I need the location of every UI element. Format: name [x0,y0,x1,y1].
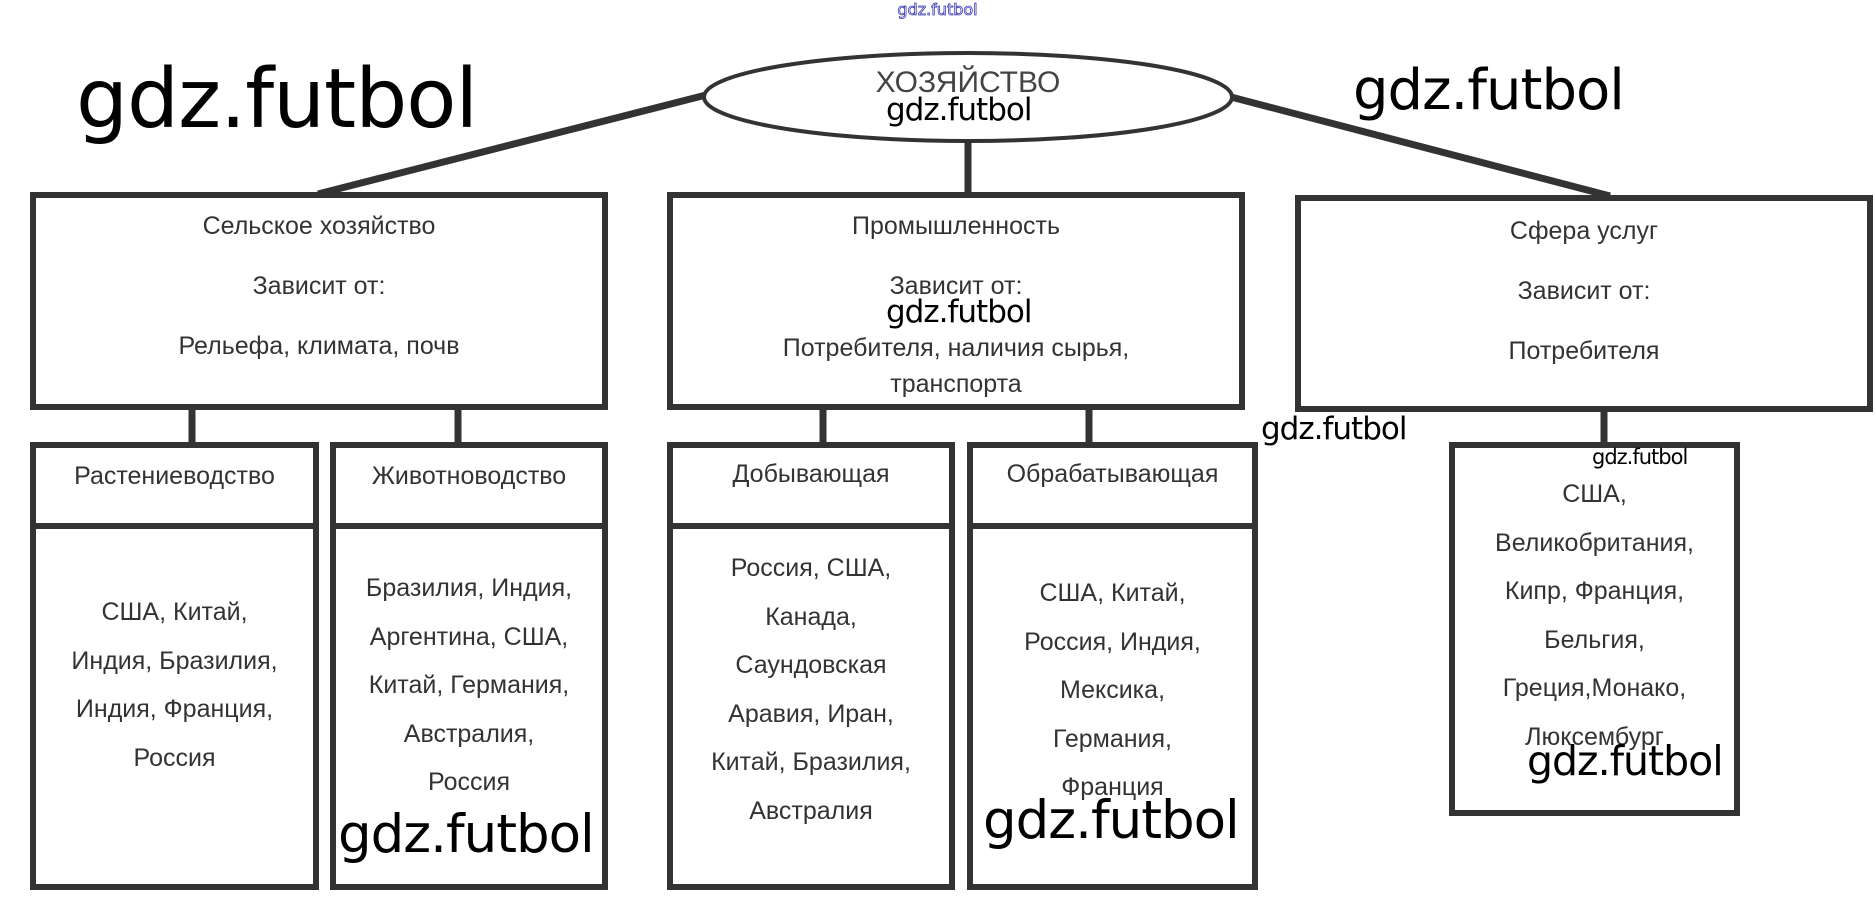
country-list: США, Китай, Индия, Бразилия, Индия, Фран… [36,588,313,782]
watermark-mid-right: gdz.futbol [1261,411,1407,447]
root-ellipse [702,51,1234,143]
sector-title: Сельское хозяйство [202,212,436,240]
country-line: Китай, Германия, [368,671,570,699]
watermark-services-bottom: gdz.futbol [1527,737,1724,785]
watermark-industry: gdz.futbol [886,294,1032,330]
country-line: Греция,Монако, [1502,674,1687,702]
country-line: Великобритания, [1495,528,1694,557]
branch-title: Растениеводство [74,462,275,490]
country-line: США, Китай, [101,598,248,626]
country-list: США, Великобритания, Кипр, Франция, Бель… [1455,470,1734,761]
country-list: Россия, США, Канада, Саундовская Аравия,… [673,544,949,835]
branch-header: Животноводство [336,448,602,529]
connector-root-agriculture [317,91,707,198]
depends-label: Зависит от: [1517,277,1651,305]
country-line: Кипр, Франция, [1504,577,1685,605]
country-line: Китай, Бразилия, [711,748,911,776]
watermark-services-top: gdz.futbol [1592,445,1688,469]
country-line: Франция [1061,773,1164,801]
country-line: Индия, Бразилия, [71,646,278,675]
country-line: Бразилия, Индия, [365,574,573,602]
depends-label: Зависит от: [889,272,1023,300]
watermark-ellipse: gdz.futbol [886,92,1032,128]
country-line: Люксембург [1525,722,1664,751]
branch-crops: Растениеводство США, Китай, Индия, Брази… [30,442,319,890]
country-line: Индия, Франция, [75,695,274,723]
watermark-manufacturing: gdz.futbol [983,790,1240,851]
country-line: Мексика, [1059,676,1166,704]
country-line: Бельгия, [1544,625,1645,654]
depends-label: Зависит от: [252,272,386,300]
country-line: Аргентина, США, [369,622,569,651]
depends-value: Потребителя, наличия сырья, [782,334,1130,362]
country-line: Германия, [1052,724,1173,753]
country-line: США, [1562,480,1627,508]
branch-title: Обрабатывающая [1006,460,1219,488]
branch-extractive: Добывающая Россия, США, Канада, Саундовс… [667,442,955,890]
depends-value: транспорта [890,370,1022,398]
country-line: Саундовская [735,651,887,679]
connector-root-services [1230,93,1611,200]
country-list: Бразилия, Индия, Аргентина, США, Китай, … [336,564,602,807]
country-line: Россия [428,768,510,796]
branch-title: Животноводство [371,462,567,490]
country-line: Австралия [749,796,873,825]
services-countries: США, Великобритания, Кипр, Франция, Бель… [1449,442,1740,816]
branch-header: Добывающая [673,448,949,529]
depends-value: Потребителя [1508,337,1660,365]
branch-title: Добывающая [732,460,890,488]
sector-industry: Промышленность Зависит от: Потребителя, … [667,192,1245,410]
watermark-topright: gdz.futbol [1353,58,1625,123]
sector-title: Промышленность [852,212,1060,240]
branch-header: Растениеводство [36,448,313,529]
sector-services: Сфера услуг Зависит от: Потребителя [1295,195,1873,412]
depends-value: Рельефа, климата, почв [178,332,460,360]
sector-agriculture: Сельское хозяйство Зависит от: Рельефа, … [30,192,608,410]
country-line: США, Китай, [1039,579,1186,607]
country-line: Австралия, [403,719,535,748]
branch-livestock: Животноводство Бразилия, Индия, Аргентин… [330,442,608,890]
country-line: Россия, Индия, [1024,627,1201,656]
sector-title: Сфера услуг [1509,217,1659,245]
watermark-top: gdz.futbol [897,0,978,19]
branch-manufacturing: Обрабатывающая США, Китай, Россия, Индия… [967,442,1258,890]
country-line: Россия [133,743,216,772]
country-line: Россия, США, [730,554,892,582]
root-title: ХОЗЯЙСТВО [875,66,1061,99]
country-line: Аравия, Иран, [728,699,894,728]
watermark-livestock: gdz.futbol [338,804,595,865]
watermark-large-topleft: gdz.futbol [76,52,478,147]
country-line: Канада, [765,602,857,631]
country-list: США, Китай, Россия, Индия, Мексика, Герм… [973,569,1252,812]
branch-header: Обрабатывающая [973,448,1252,529]
